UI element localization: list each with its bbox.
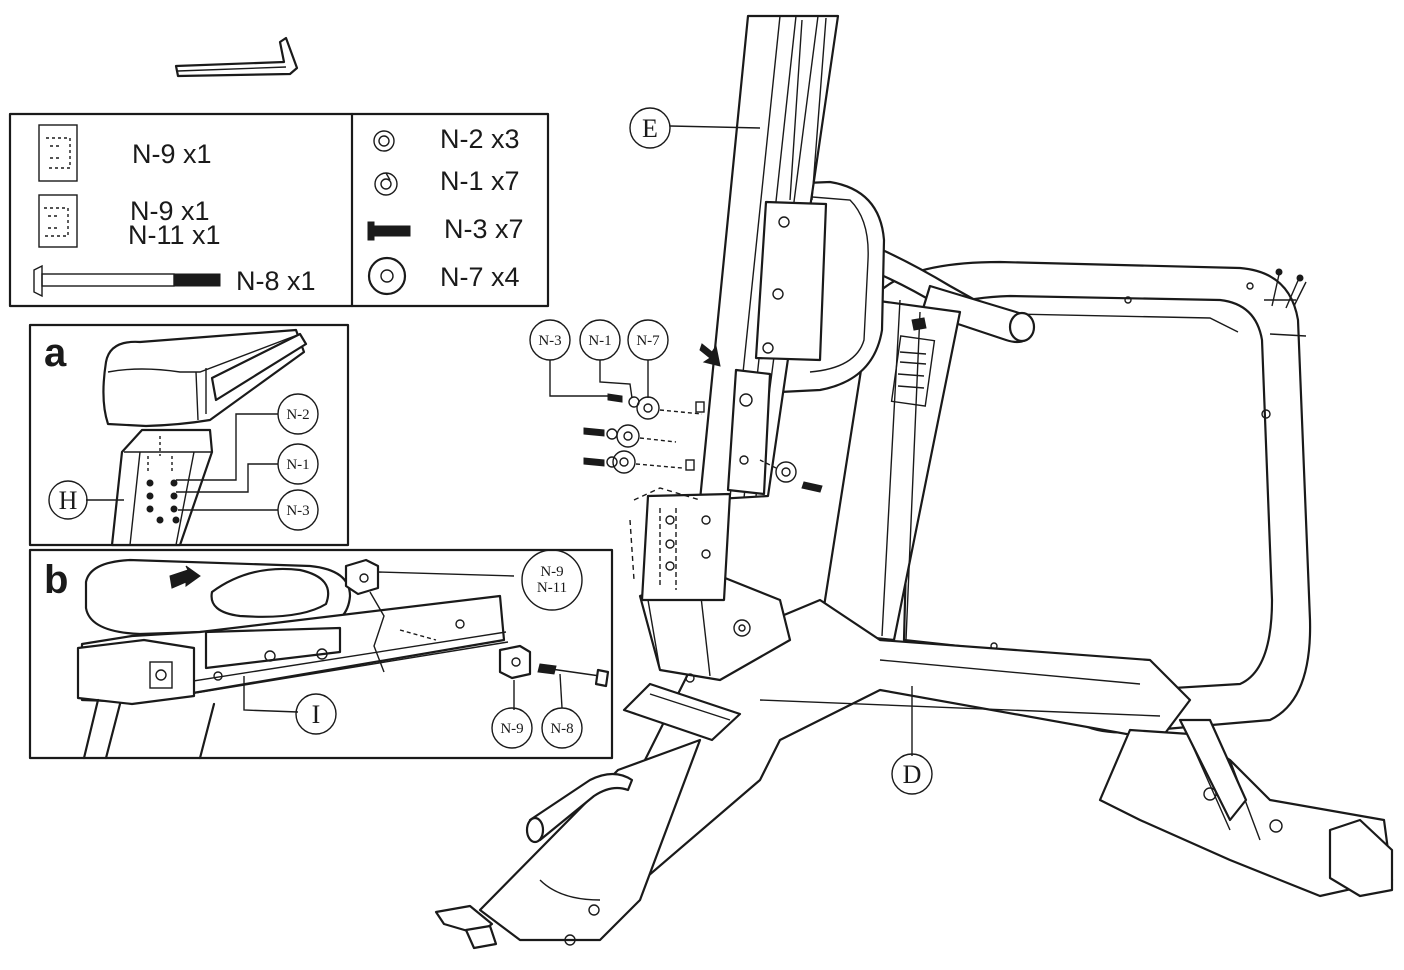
detail-b-letter: b [44, 558, 68, 602]
callout-main-n7-label: N-7 [636, 333, 660, 349]
flat-washer-icon [367, 256, 407, 296]
detail-a-panel: a N-2 N-1 N-3 H [28, 323, 350, 547]
callout-b-n8 [541, 707, 583, 749]
spring-washer-icon [374, 172, 398, 196]
parts-left-3-label: N-8 x1 [236, 266, 316, 296]
bracket-n9-icon [38, 124, 78, 182]
parts-right-1-label: N-2 x3 [440, 124, 520, 154]
callout-a-h-label: H [59, 486, 78, 515]
callout-a-h [48, 480, 88, 520]
callout-d-label: D [903, 760, 922, 789]
callout-b-n9-label: N-9 [540, 564, 563, 580]
callout-a-n2 [277, 393, 319, 435]
detail-b-frame [28, 548, 614, 760]
parts-right-3-label: N-3 x7 [444, 214, 524, 244]
long-bolt-n8-icon [33, 264, 221, 298]
callout-main-n1-label: N-1 [588, 333, 611, 349]
callout-main-n1 [579, 319, 621, 361]
bolt-icon [367, 221, 411, 241]
callout-b-i-label: I [312, 700, 321, 729]
parts-left-1-label: N-9 x1 [132, 139, 212, 169]
callout-e-label: E [642, 114, 658, 143]
callout-b-n8-label: N-8 [550, 721, 573, 737]
callout-main-n3-label: N-3 [538, 333, 561, 349]
callout-e [629, 107, 671, 149]
callout-main-n3 [529, 319, 571, 361]
callout-d [891, 753, 933, 795]
parts-left-2-label: N-9 x1 [130, 196, 210, 226]
detail-a-letter: a [44, 331, 67, 375]
detail-b-panel: b N-9 N-11 N-9 [28, 548, 614, 760]
callout-b-n9-bottom-label: N-9 [500, 721, 523, 737]
main-frame-drawing: E N-3 N-1 N-7 D [434, 14, 1394, 950]
callout-b-i [295, 693, 337, 735]
callout-b-n9-n11 [521, 549, 583, 611]
callout-b-n9 [491, 707, 533, 749]
callout-a-n1 [277, 443, 319, 485]
callout-main-n7 [627, 319, 669, 361]
detail-a-bolts-icon [146, 479, 180, 524]
callout-a-n1-label: N-1 [286, 457, 309, 473]
callout-b-n11-label: N-11 [537, 580, 567, 596]
hex-nut-icon [373, 130, 395, 152]
parts-right-4-label: N-7 x4 [440, 262, 520, 292]
bracket-n9-n11-icon [38, 194, 78, 248]
parts-list: N-9 x1 N-9 x1 N-11 x1 N-8 x1 N-2 x3 N-1 … [8, 112, 550, 308]
parts-right-2-label: N-1 x7 [440, 166, 520, 196]
parts-left-2-sublabel: N-11 x1 [128, 220, 221, 250]
callout-a-n3 [277, 489, 319, 531]
parts-list-frame [8, 112, 550, 308]
detail-a-frame [28, 323, 350, 547]
callout-a-n2-label: N-2 [286, 407, 309, 423]
allen-key-icon [174, 36, 299, 78]
callout-a-n3-label: N-3 [286, 503, 309, 519]
